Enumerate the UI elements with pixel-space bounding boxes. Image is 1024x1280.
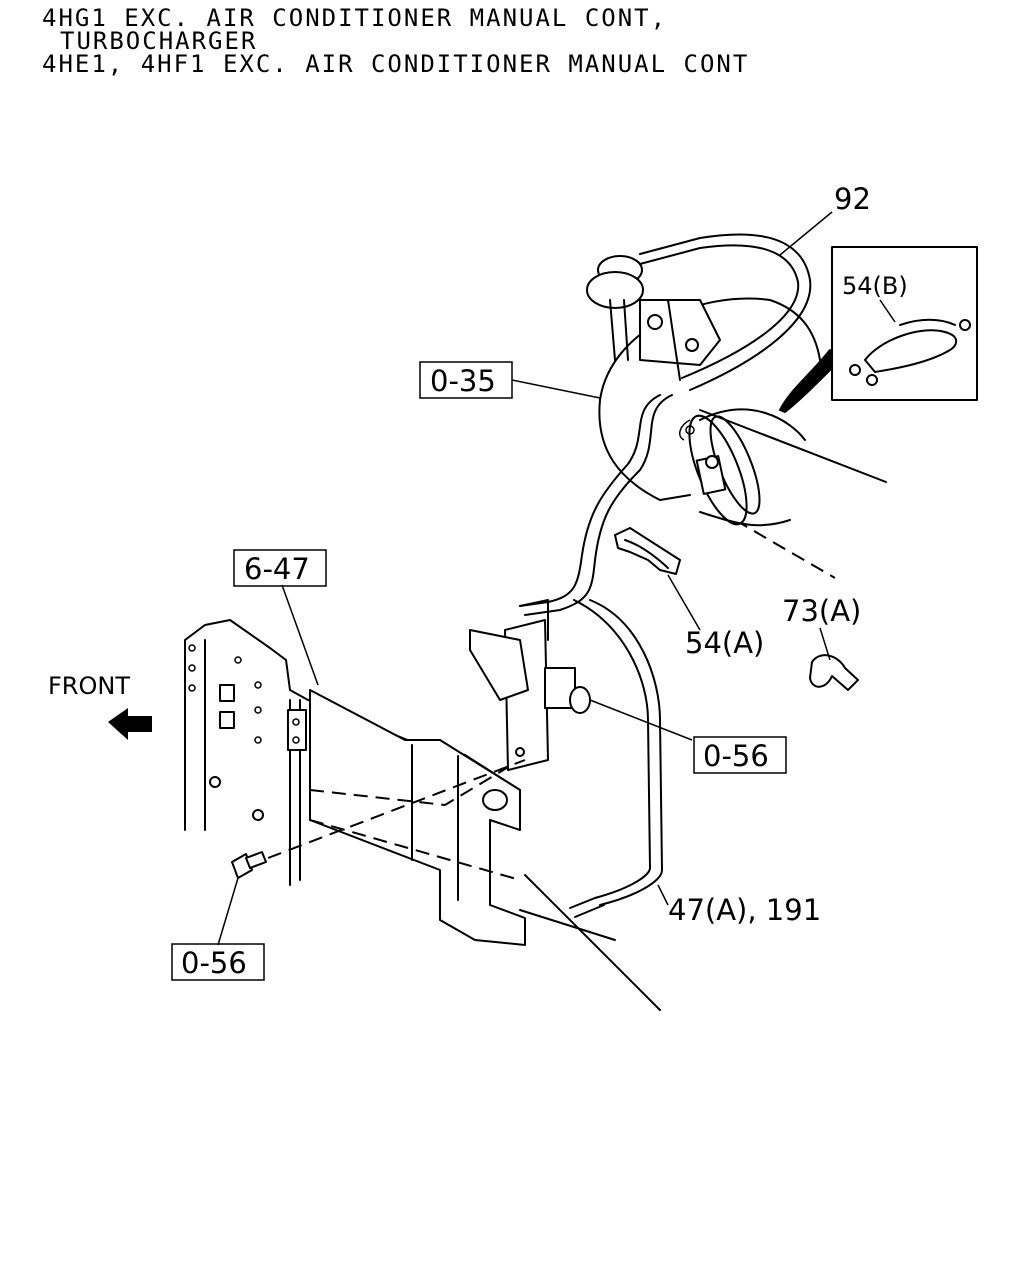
label-part-73a: 73(A) (782, 594, 861, 628)
label-part-54b: 54(B) (842, 272, 908, 300)
intake-pipe (598, 297, 887, 579)
label-front: FRONT (48, 672, 130, 700)
label-part-92: 92 (834, 182, 871, 216)
callout-box-0-56-right (693, 736, 787, 774)
bracket-6-47 (287, 689, 661, 1011)
header-line-2: TURBOCHARGER (60, 27, 258, 55)
header-line-3: 4HE1, 4HF1 EXC. AIR CONDITIONER MANUAL C… (42, 50, 750, 78)
bolt (231, 759, 526, 879)
solenoid-valve (469, 599, 591, 771)
clip-54a (614, 527, 681, 575)
label-ref-0-35: 0-35 (430, 364, 496, 398)
leader-lines (217, 211, 896, 946)
callout-box-0-56-left (171, 943, 265, 981)
inset-54b (779, 246, 978, 413)
actuator (586, 255, 721, 441)
callout-box-6-47 (233, 549, 327, 587)
vacuum-hose (519, 233, 812, 918)
clip-73a (809, 654, 859, 691)
label-ref-0-56-right: 0-56 (703, 739, 769, 773)
label-ref-6-47: 6-47 (244, 552, 310, 586)
header-line-1: 4HG1 EXC. AIR CONDITIONER MANUAL CONT, (42, 4, 668, 32)
label-ref-0-56-left: 0-56 (181, 946, 247, 980)
label-part-54a: 54(A) (685, 626, 764, 660)
label-part-47a-191: 47(A), 191 (668, 893, 821, 927)
callout-box-0-35 (419, 361, 513, 399)
front-arrow-icon (108, 708, 152, 740)
